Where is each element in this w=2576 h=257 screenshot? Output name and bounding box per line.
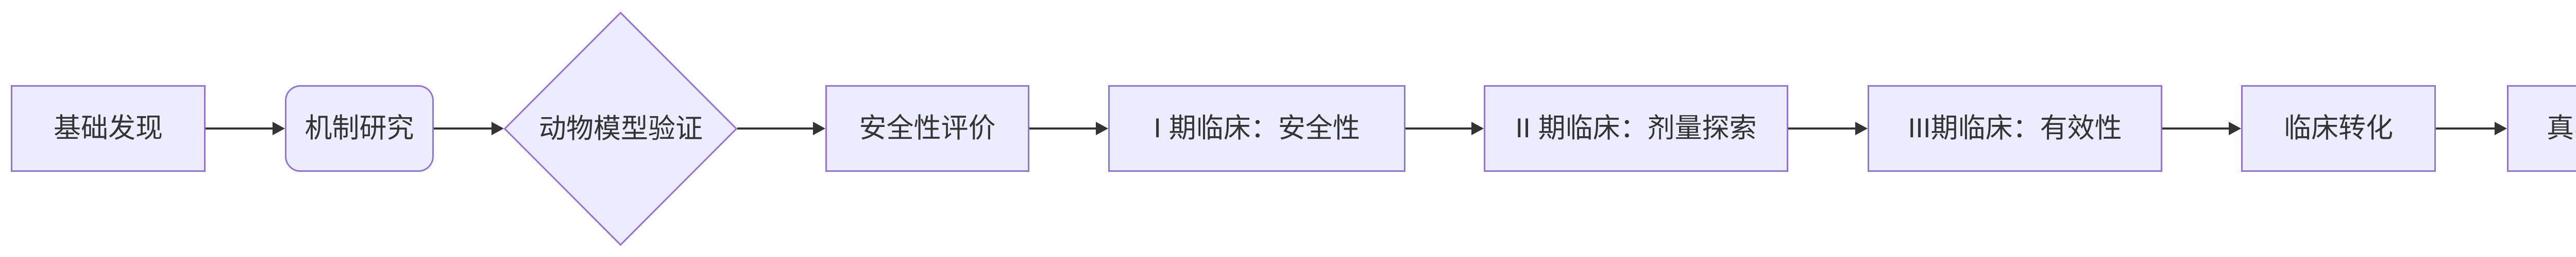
edge-line <box>1405 127 1475 130</box>
node-clinical-translation: 临床转化 <box>2241 85 2436 172</box>
node-real-world-study: 真实世界研究 <box>2507 85 2576 172</box>
edge-line <box>206 127 276 130</box>
arrowhead-icon <box>1096 122 1108 135</box>
arrowhead-icon <box>1471 122 1484 135</box>
node-phase2-clinical-dose-exploration: II 期临床：剂量探索 <box>1484 85 1788 172</box>
edge-arrow-2 <box>434 121 504 136</box>
arrowhead-icon <box>813 122 825 135</box>
edge-arrow-3 <box>737 121 825 136</box>
node-phase3-clinical-efficacy-label: III期临床：有效性 <box>1908 113 2122 143</box>
node-clinical-translation-label: 临床转化 <box>2284 113 2393 143</box>
edge-line <box>1788 127 1858 130</box>
edge-arrow-5 <box>1405 121 1484 136</box>
edge-line <box>2436 127 2498 130</box>
node-animal-model-validation-label: 动物模型验证 <box>539 114 703 144</box>
node-phase2-clinical-dose-exploration-label: II 期临床：剂量探索 <box>1515 113 1757 143</box>
edge-arrow-7 <box>2162 121 2241 136</box>
edge-line <box>2162 127 2232 130</box>
node-safety-evaluation: 安全性评价 <box>825 85 1029 172</box>
edge-line <box>737 127 816 130</box>
node-mechanism-research-label: 机制研究 <box>304 113 414 143</box>
node-basic-discovery-label: 基础发现 <box>54 113 163 143</box>
arrowhead-icon <box>1855 122 1868 135</box>
edge-line <box>1029 127 1099 130</box>
arrowhead-icon <box>2229 122 2241 135</box>
edge-arrow-4 <box>1029 121 1108 136</box>
arrowhead-icon <box>492 122 504 135</box>
node-safety-evaluation-label: 安全性评价 <box>859 113 996 143</box>
node-mechanism-research: 机制研究 <box>285 85 434 172</box>
node-phase3-clinical-efficacy: III期临床：有效性 <box>1868 85 2162 172</box>
arrowhead-icon <box>273 122 285 135</box>
edge-arrow-1 <box>206 121 285 136</box>
edge-arrow-8 <box>2436 121 2507 136</box>
arrowhead-icon <box>2495 122 2507 135</box>
node-real-world-study-label: 真实世界研究 <box>2547 113 2576 143</box>
edge-line <box>434 127 495 130</box>
edge-arrow-6 <box>1788 121 1868 136</box>
node-phase1-clinical-safety-label: I 期临床：安全性 <box>1154 113 1360 143</box>
node-phase1-clinical-safety: I 期临床：安全性 <box>1108 85 1405 172</box>
node-basic-discovery: 基础发现 <box>11 85 206 172</box>
